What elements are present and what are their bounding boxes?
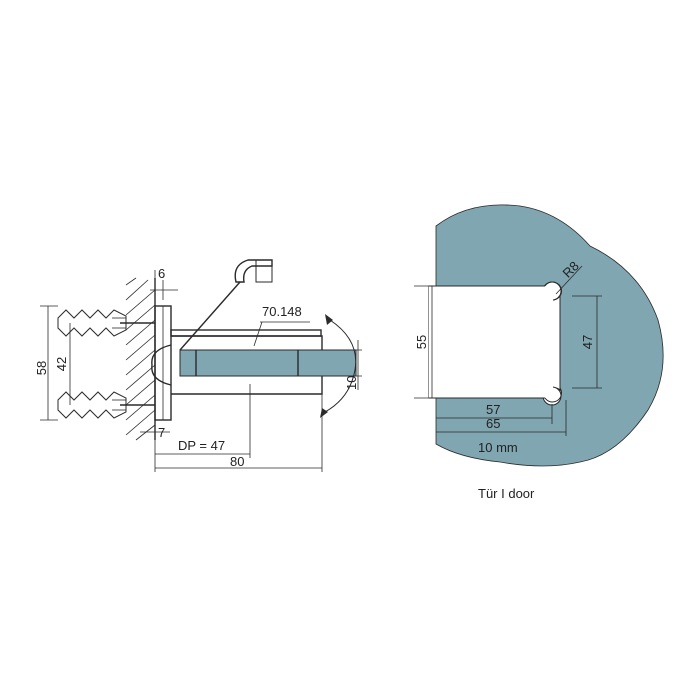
dim-10: 10 bbox=[344, 376, 359, 390]
dim-58: 58 bbox=[34, 361, 49, 375]
dim-42: 42 bbox=[54, 357, 69, 371]
dim-80: 80 bbox=[230, 454, 244, 469]
lower-wall-dowel bbox=[57, 391, 155, 419]
dim-65: 65 bbox=[486, 416, 500, 431]
wall-hatch bbox=[125, 277, 156, 441]
seal-profile bbox=[179, 259, 273, 351]
cutout-view: R8 55 47 57 65 10 mm Tür I door bbox=[414, 204, 664, 501]
side-section-view: 70.148 58 42 6 7 10 DP = bbox=[34, 259, 362, 472]
part-number-label: 70.148 bbox=[262, 304, 302, 319]
hinge-knuckle bbox=[151, 344, 172, 386]
dim-6: 6 bbox=[158, 266, 165, 281]
door-caption: Tür I door bbox=[478, 486, 535, 501]
dim-55: 55 bbox=[414, 335, 429, 349]
dim-10mm: 10 mm bbox=[478, 440, 518, 455]
dim-47: 47 bbox=[580, 335, 595, 349]
upper-wall-dowel bbox=[57, 309, 155, 337]
dim-57: 57 bbox=[486, 402, 500, 417]
dim-dp: DP = 47 bbox=[178, 438, 225, 453]
glass-pane bbox=[179, 349, 357, 377]
hinge-leaf-top bbox=[170, 329, 322, 337]
dim-7: 7 bbox=[158, 425, 165, 440]
